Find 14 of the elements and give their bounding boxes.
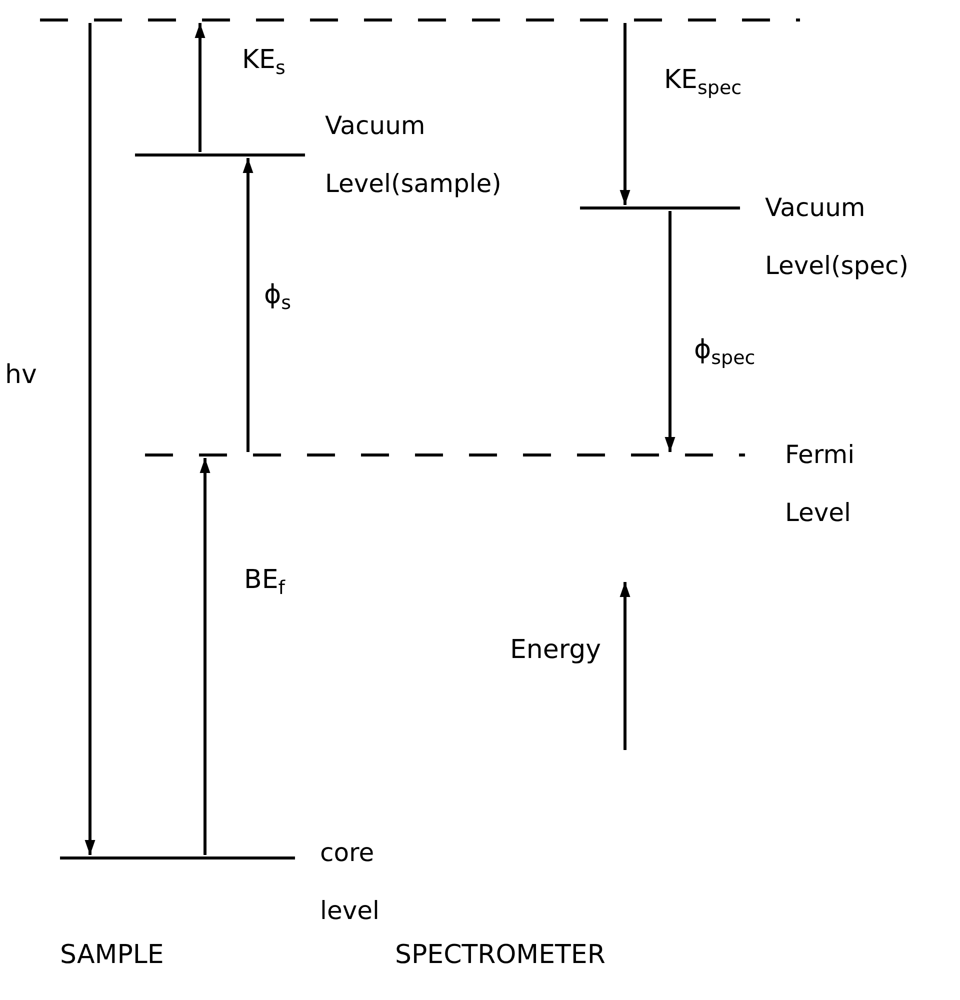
panel-label: SAMPLE	[60, 940, 164, 970]
level-label: core level	[320, 837, 380, 927]
arrow	[664, 211, 676, 452]
arrow	[194, 23, 206, 152]
panel-label: SPECTROMETER	[395, 940, 606, 970]
arrow	[242, 158, 254, 452]
arrow	[200, 458, 210, 855]
level-label: Vacuum Level(sample)	[325, 110, 502, 200]
level-label: Vacuum Level(spec)	[765, 192, 910, 282]
axis-label: Energy	[510, 635, 602, 665]
arrow	[620, 23, 630, 205]
level-label: Fermi Level	[785, 439, 856, 529]
arrow	[84, 23, 96, 855]
edge-label: ϕ$_{spec}$	[692, 335, 758, 370]
